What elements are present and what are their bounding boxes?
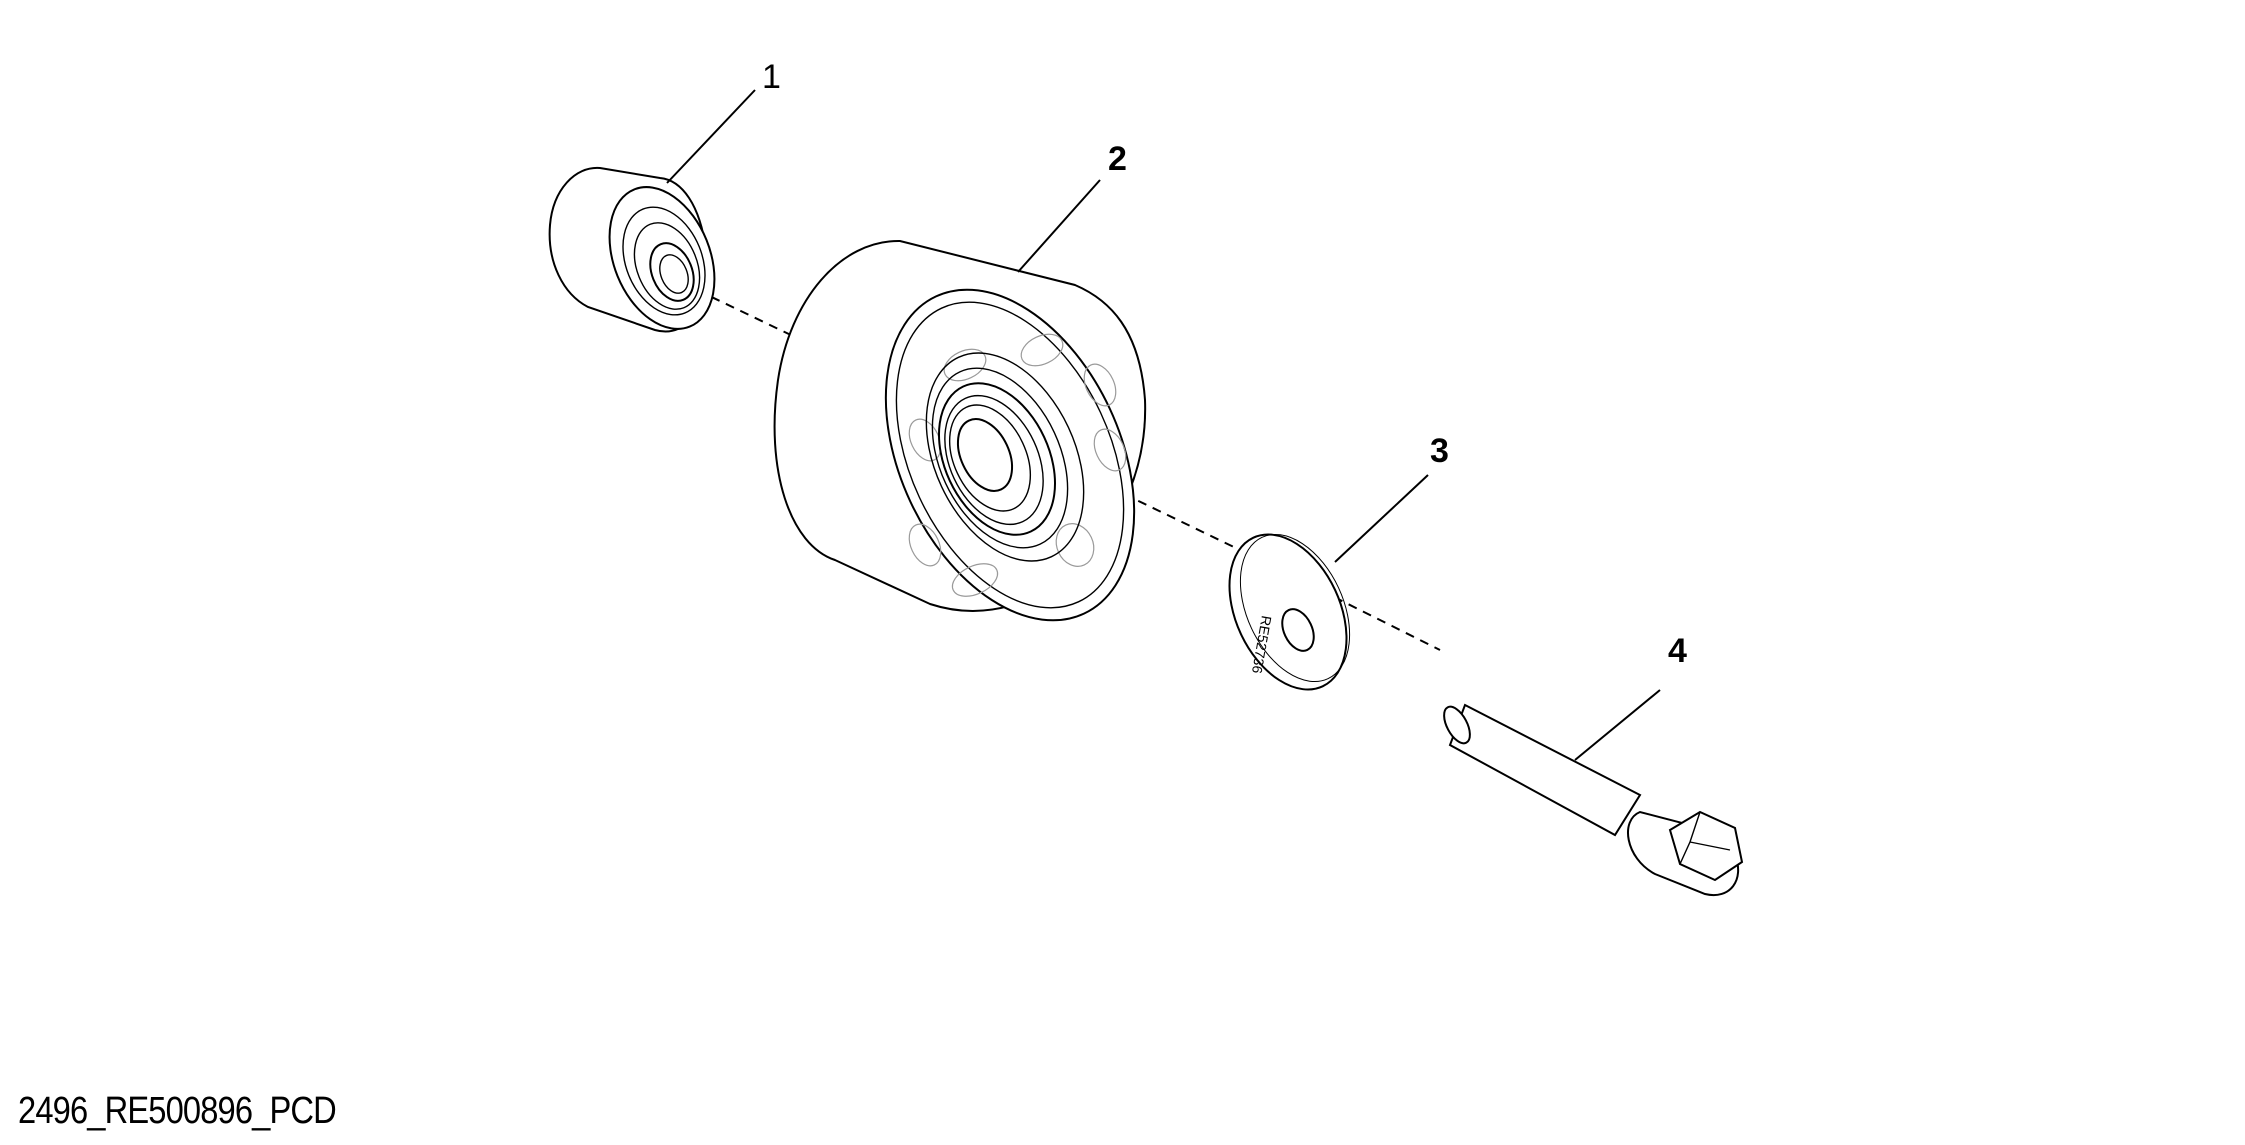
leader-4 bbox=[1574, 689, 1661, 761]
callout-1: 1 bbox=[762, 58, 781, 96]
spacer-part-1 bbox=[548, 166, 716, 333]
leader-3 bbox=[1334, 474, 1429, 563]
flange-bolt-part-4 bbox=[1443, 703, 1744, 897]
leader-1 bbox=[666, 89, 756, 184]
leader-2 bbox=[1017, 179, 1101, 273]
figure-id-label: 2496_RE500896_PCD bbox=[18, 1090, 337, 1132]
callout-labels: 1 2 3 4 bbox=[762, 58, 1687, 670]
pulley-spoke-holes bbox=[908, 333, 1127, 597]
callout-4: 4 bbox=[1668, 632, 1687, 670]
idler-pulley-part-2 bbox=[773, 239, 1147, 622]
washer-part-3: RE52736 bbox=[1228, 533, 1351, 691]
callout-2: 2 bbox=[1108, 140, 1127, 178]
callout-3: 3 bbox=[1430, 432, 1449, 470]
callout-leaders bbox=[666, 89, 1661, 761]
